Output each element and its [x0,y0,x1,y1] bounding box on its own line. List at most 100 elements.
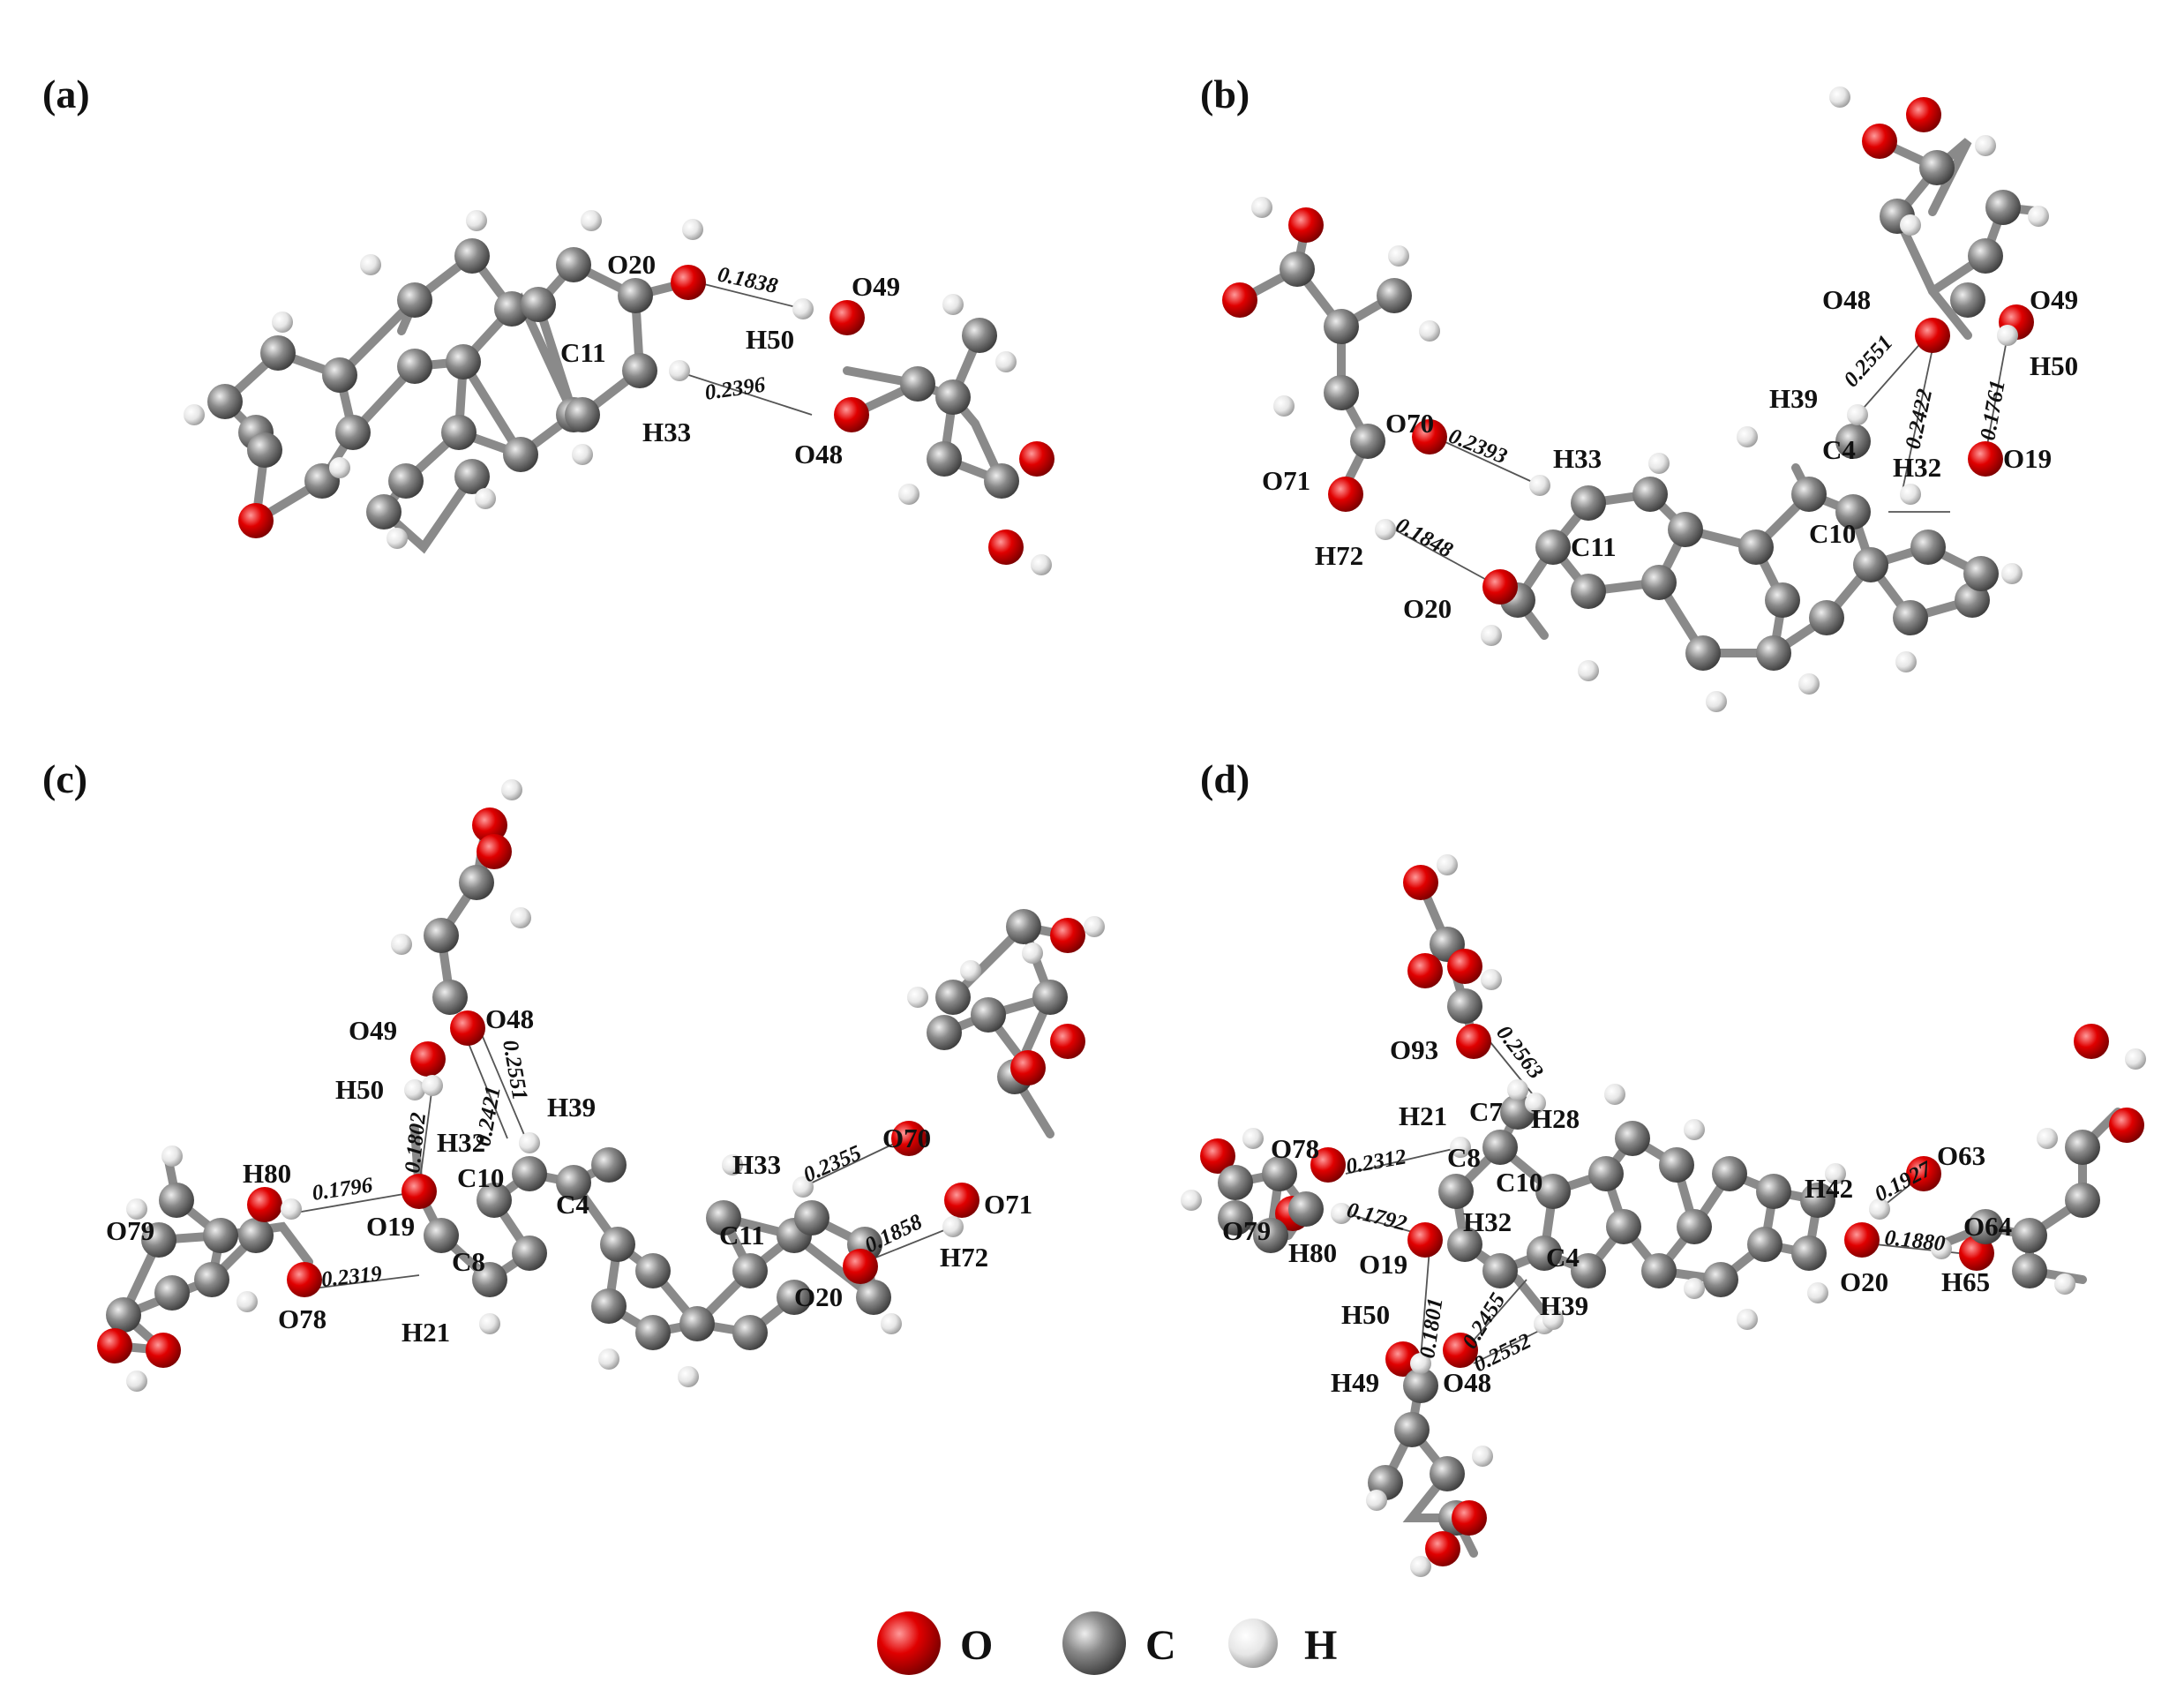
atom-label: C7 [1469,1096,1503,1127]
atom-label: O19 [1359,1249,1407,1280]
panel-d-distances: 0.2563 0.2312 0.1792 0.1927 0.1880 0.180… [1344,1021,1947,1377]
atom-label: H39 [1769,383,1818,414]
atom-label: O48 [1443,1367,1491,1398]
atom-label: H72 [940,1242,988,1273]
panel-c-bonds [110,825,1072,1356]
atom-label: H80 [243,1158,291,1189]
atom-label: C10 [457,1162,504,1193]
atom-label: H42 [1805,1173,1853,1204]
atom-label: C11 [560,337,606,368]
atom-label: C10 [1496,1167,1542,1198]
distance-label: 0.1838 [716,262,780,298]
panel-d-atoms [1181,854,2146,1577]
element-legend: O C H [877,1611,1337,1675]
atom-label: H50 [335,1074,384,1105]
atom-label: H33 [732,1149,781,1180]
distance-label: 0.2393 [1445,424,1511,469]
distance-label: 0.1802 [401,1111,431,1174]
atom-label: H32 [1893,452,1941,483]
atom-label: O20 [1840,1266,1888,1297]
atom-label: C4 [1822,434,1856,465]
atom-label: O93 [1390,1034,1438,1065]
atom-label: O70 [882,1123,931,1153]
panel-a-atoms [184,210,1054,575]
distance-label: 0.2355 [799,1141,865,1188]
atom-label: O49 [852,271,900,302]
atom-label: O19 [366,1211,415,1242]
atom-label: H65 [1941,1266,1990,1297]
panel-b-hbonds [1393,334,2008,583]
distance-label: 0.2563 [1491,1021,1548,1084]
distance-label: 0.2319 [320,1262,384,1292]
distance-label: 0.1880 [1883,1226,1947,1256]
atom-label: H50 [1341,1299,1390,1330]
hydrogen-sphere-swatch [1228,1619,1278,1668]
atom-label: O49 [349,1015,397,1046]
atom-label: O48 [794,439,843,469]
panel-b-label: (b) [1200,71,1250,116]
panel-d-label: (d) [1200,756,1250,801]
carbon-sphere-swatch [1062,1611,1126,1675]
atom-label: H21 [1399,1100,1447,1131]
atom-label: O79 [1222,1215,1271,1246]
distance-label: 0.1848 [1392,513,1457,562]
atom-label: O19 [2003,443,2052,474]
atom-label: H39 [547,1092,596,1123]
atom-label: C11 [719,1220,765,1251]
panel-a-atom-labels: O20 C11 O49 H50 H33 O48 [560,249,900,469]
panel-b-atoms [1222,86,2049,712]
panel-a-label: (a) [42,71,90,116]
panel-c-hbonds [290,1032,954,1289]
distance-label: 0.2312 [1344,1145,1407,1179]
distance-label: 0.2551 [1839,331,1897,392]
atom-label: H80 [1288,1237,1337,1268]
atom-label: H49 [1331,1367,1379,1398]
atom-label: O20 [607,249,656,280]
legend-item-carbon: C [1062,1611,1176,1675]
atom-label: O48 [1822,284,1871,315]
distance-label: 0.1927 [1871,1156,1937,1206]
atom-label: O79 [106,1215,154,1246]
atom-label: H33 [642,417,691,447]
atom-label: C4 [556,1189,589,1220]
panel-c: (c) [42,756,1105,1392]
atom-label: H50 [746,324,794,355]
distance-label: 0.1792 [1345,1198,1409,1236]
oxygen-sphere-swatch [877,1611,941,1675]
atom-label: H28 [1531,1103,1580,1134]
panel-a-hbonds [674,282,813,416]
atom-label: O48 [485,1003,534,1034]
atom-label: O78 [1271,1133,1319,1164]
atom-label: H21 [402,1317,450,1348]
distance-label: 0.2396 [703,373,767,405]
atom-label: O70 [1385,408,1434,439]
distance-label: 0.2422 [1901,387,1937,451]
panel-d-hbonds [1345,1032,1960,1364]
panel-c-atom-labels: O49 O48 H50 H39 H32 H33 O70 H80 C10 C4 O… [106,1003,1032,1348]
panel-d: (d) [1181,756,2146,1577]
atom-label: O49 [2030,284,2078,315]
atom-label: C8 [1447,1142,1481,1173]
atom-label: O71 [1262,465,1310,496]
panel-c-atoms [97,779,1105,1392]
atom-label: H32 [437,1127,485,1158]
distance-label: 0.2421 [471,1085,506,1148]
atom-label: O78 [278,1303,326,1334]
legend-label-carbon: C [1145,1622,1176,1669]
atom-label: C8 [452,1246,485,1277]
panel-d-atom-labels: O93 H21 C7 H28 O78 C8 O63 C10 H42 O79 H8… [1222,1034,2012,1398]
panel-b: (b) [1200,71,2078,712]
atom-label: O20 [1403,593,1452,624]
atom-label: C4 [1546,1242,1580,1273]
legend-label-hydrogen: H [1304,1622,1337,1669]
legend-label-oxygen: O [960,1622,993,1669]
atom-label: O64 [1963,1211,2012,1242]
atom-label: O71 [984,1189,1032,1220]
panel-c-label: (c) [42,756,87,801]
distance-label: 0.1761 [1976,379,2010,442]
panel-a: (a) [42,71,1054,575]
atom-label: H32 [1463,1206,1512,1237]
atom-label: C11 [1571,531,1617,562]
atom-label: H33 [1553,443,1602,474]
